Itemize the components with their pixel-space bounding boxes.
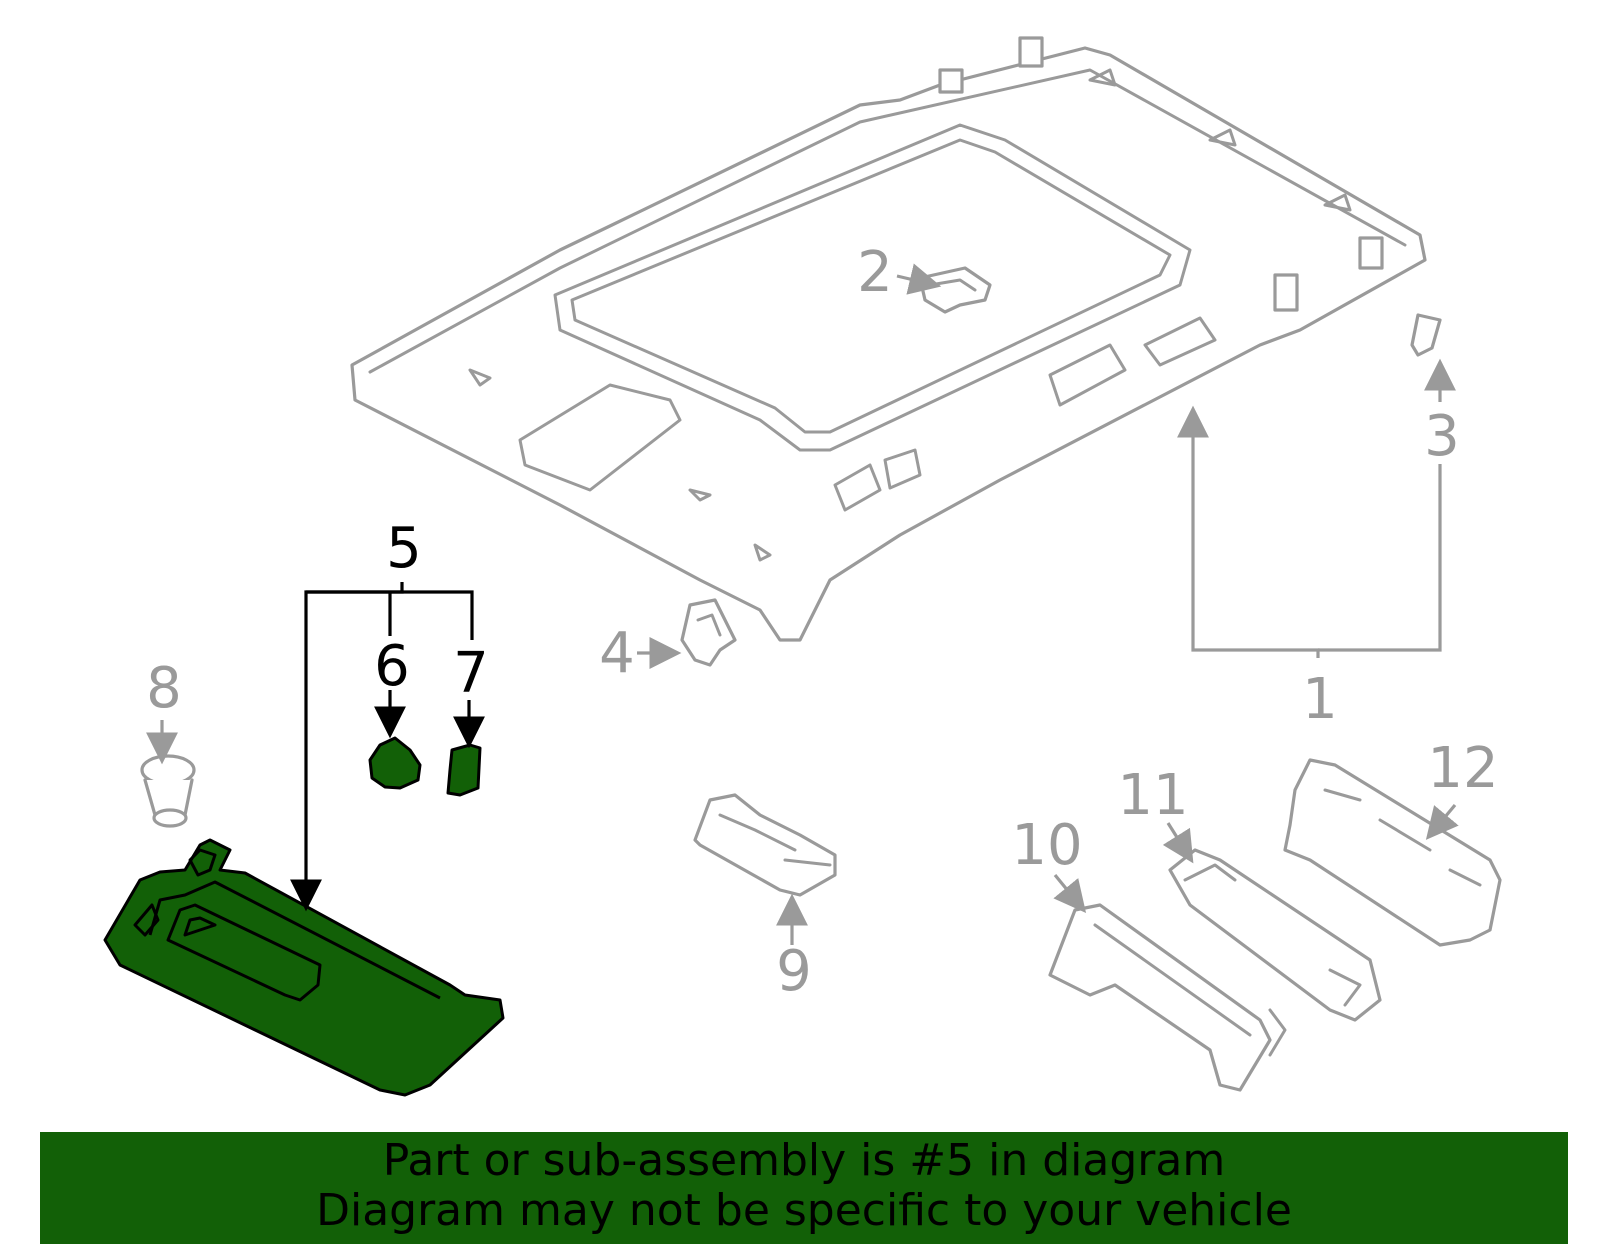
info-banner: Part or sub-assembly is #5 in diagram Di… — [40, 1132, 1568, 1244]
banner-line-2: Diagram may not be specific to your vehi… — [316, 1185, 1292, 1236]
callout-12: 12 — [1427, 736, 1498, 801]
bracket-part-9[interactable] — [693, 793, 837, 897]
callout-9: 9 — [776, 939, 812, 1004]
callout-3: 3 — [1424, 404, 1460, 469]
callout-5: 5 — [386, 516, 422, 581]
callout-7: 7 — [453, 641, 489, 706]
callout-11: 11 — [1117, 763, 1188, 828]
clip-part-3[interactable] — [1410, 313, 1442, 357]
grab-handle-part-10[interactable] — [1048, 903, 1287, 1092]
callout-6: 6 — [374, 634, 410, 699]
callout-10: 10 — [1011, 813, 1082, 878]
sun-visor-part-5[interactable] — [103, 838, 505, 1097]
clip-part-6[interactable] — [368, 736, 422, 790]
callout-2: 2 — [857, 240, 893, 305]
bracket-part-11[interactable] — [1168, 848, 1382, 1022]
callout-1: 1 — [1302, 667, 1338, 732]
callout-labels: 1 2 3 4 5 6 7 8 9 10 11 12 — [146, 240, 1498, 1004]
callout-4: 4 — [599, 621, 635, 686]
banner-line-1: Part or sub-assembly is #5 in diagram — [382, 1135, 1226, 1186]
clip-part-7[interactable] — [446, 743, 482, 797]
callout-8: 8 — [146, 656, 182, 721]
leader-lines — [146, 263, 1459, 945]
bracket-part-4[interactable] — [680, 598, 737, 667]
bracket-part-12[interactable] — [1283, 758, 1502, 947]
grommet-part-8[interactable] — [140, 754, 196, 828]
headliner-part-1[interactable] — [350, 36, 1427, 642]
